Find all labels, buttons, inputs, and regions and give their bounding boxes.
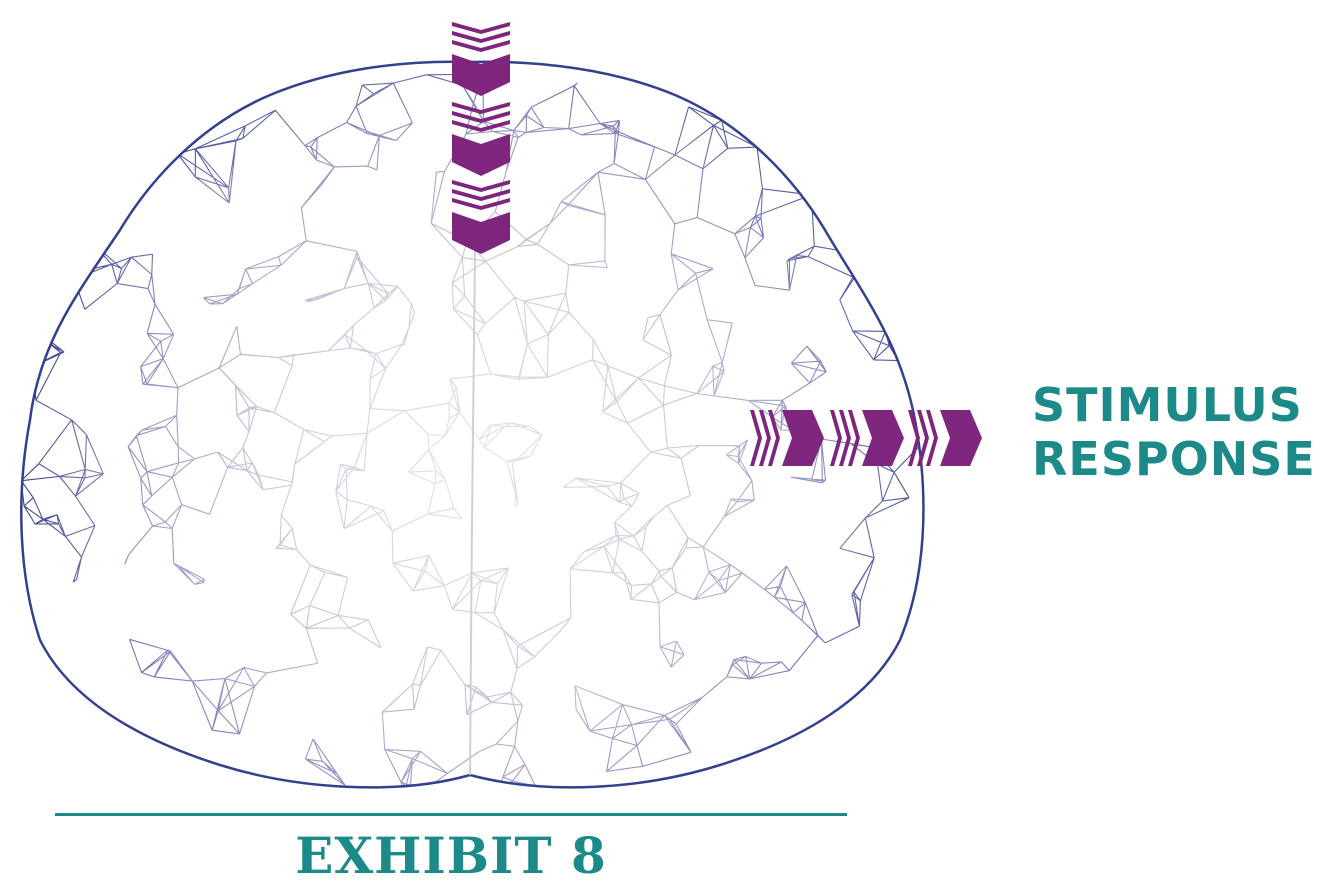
chevron-down-icon <box>452 22 510 254</box>
label-line-1: STIMULUS <box>1032 378 1316 432</box>
caption-divider <box>55 813 847 816</box>
exhibit-caption: EXHIBIT 8 <box>55 828 847 884</box>
stimulus-response-label: STIMULUS RESPONSE <box>1032 378 1316 486</box>
label-line-2: RESPONSE <box>1032 432 1316 486</box>
chevron-right-icon <box>750 410 982 466</box>
